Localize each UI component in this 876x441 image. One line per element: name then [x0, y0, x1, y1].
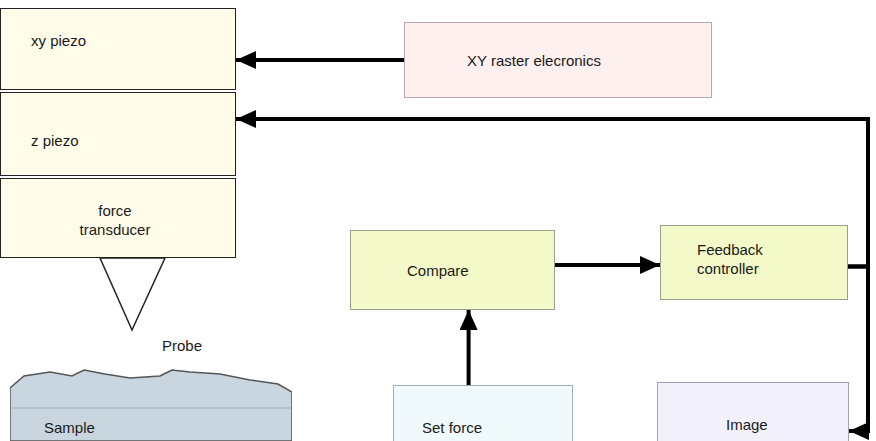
electronics-box: XY raster elecronics [404, 22, 712, 98]
probe-tip [100, 258, 165, 330]
sample-surface [10, 370, 292, 441]
node-label: Feedback controller [697, 240, 817, 278]
signal-arrow [467, 310, 471, 385]
transducer-box: force transducer [0, 178, 236, 258]
signal-arrow [848, 267, 868, 432]
input-box: Set force [393, 385, 573, 441]
sample-layer-line [12, 408, 290, 409]
process-box: Feedback controller [660, 225, 848, 300]
sample-block: Sample [10, 366, 292, 441]
signal-arrow [236, 58, 404, 62]
node-label: Image [726, 415, 836, 434]
node-label: z piezo [31, 131, 211, 150]
node-label: Set force [422, 418, 562, 437]
signal-arrow [555, 263, 660, 267]
piezo-box: z piezo [0, 92, 236, 176]
part-label: Probe [162, 336, 202, 355]
node-label: force transducer [65, 201, 165, 239]
process-box: Compare [350, 230, 555, 310]
piezo-box: xy piezo [0, 8, 236, 90]
node-label: xy piezo [31, 31, 211, 50]
node-label: XY raster elecronics [467, 51, 697, 70]
output-box: Image [657, 382, 849, 441]
node-label: Compare [407, 261, 547, 280]
node-label: Sample [44, 418, 164, 437]
